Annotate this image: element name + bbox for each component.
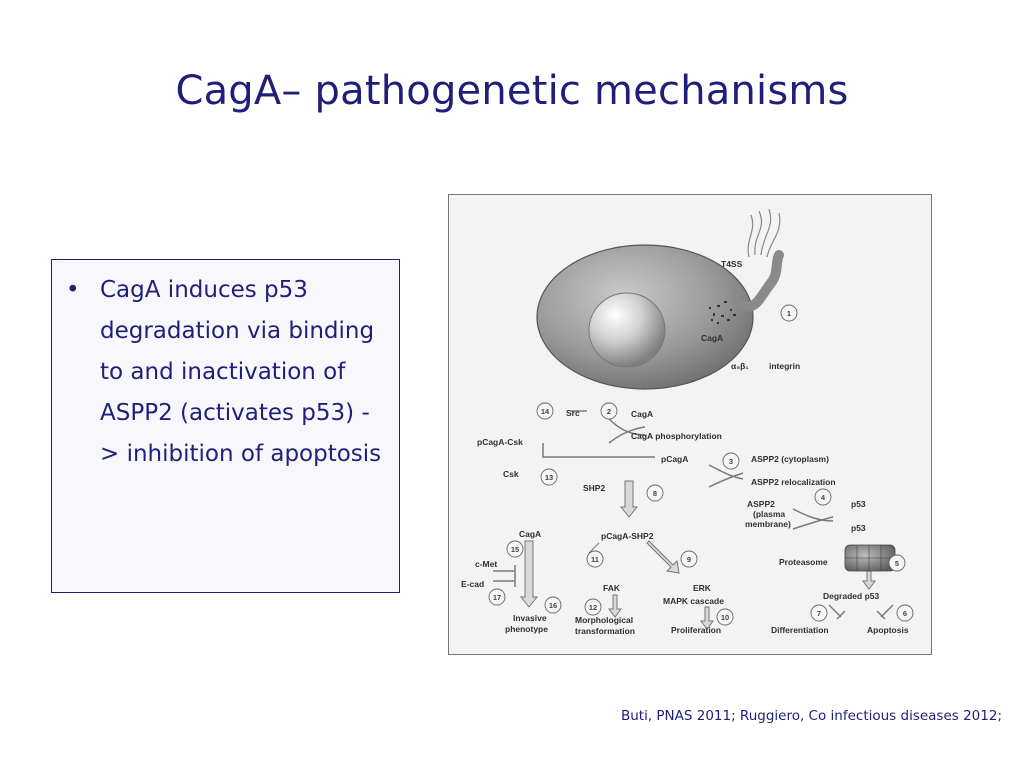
- step-marker-5: [888, 554, 906, 572]
- step-number-6: 6: [903, 609, 907, 618]
- label-aspp2-pm-3: membrane): [745, 519, 791, 529]
- bullet-box: • CagA induces p53 degradation via bindi…: [51, 259, 400, 593]
- label-degraded-p53: Degraded p53: [823, 591, 879, 601]
- label-p53-a: p53: [851, 499, 866, 509]
- step-marker-6: [896, 604, 914, 622]
- bullet-point: • CagA induces p53 degradation via bindi…: [66, 270, 386, 475]
- label-aspp2-cyto: ASPP2 (cytoplasm): [751, 454, 829, 464]
- label-integrin: integrin: [769, 361, 800, 371]
- label-src: Src: [566, 408, 580, 418]
- step-number-5: 5: [895, 559, 899, 568]
- step-number-15: 15: [511, 545, 519, 554]
- step-marker-9: [680, 550, 698, 568]
- step-marker-12: [584, 598, 602, 616]
- step-number-10: 10: [721, 613, 729, 622]
- step-number-4: 4: [821, 493, 826, 502]
- arrow-cmet-ecad: [493, 565, 516, 587]
- step-marker-17: [488, 588, 506, 606]
- step-marker-3: [722, 452, 740, 470]
- label-apoptosis: Apoptosis: [867, 625, 909, 635]
- label-morph-2: transformation: [575, 626, 635, 636]
- arrow-pcaga-aspp2: [708, 464, 744, 488]
- step-number-17: 17: [493, 593, 501, 602]
- label-pcaga-shp2: pCagA-SHP2: [601, 531, 654, 541]
- bullet-marker: •: [66, 277, 80, 303]
- arrow-fak-morph: [608, 594, 622, 618]
- arrow-pcaga-shp2-fak: [588, 542, 600, 554]
- arrow-aspp2-p53: [792, 508, 834, 530]
- arrow-shp2: [619, 480, 639, 518]
- slide-title: CagA– pathogenetic mechanisms: [175, 68, 849, 114]
- label-proliferation: Proliferation: [671, 625, 721, 635]
- label-cmet: c-Met: [475, 559, 497, 569]
- arrow-caga-phos: [608, 418, 646, 444]
- step-marker-13: [540, 468, 558, 486]
- step-marker-2: [600, 402, 618, 420]
- label-erk: ERK: [693, 583, 712, 593]
- arrow-pcaga-shp2-erk: [646, 540, 680, 574]
- step-marker-15: [506, 540, 524, 558]
- pathway-figure: T4SS CagA α₅β₁ integrin Src CagA CagA: [448, 194, 932, 655]
- label-caga-top: CagA: [631, 409, 653, 419]
- arrow-apoptosis: [876, 604, 894, 620]
- cell-nucleus: [588, 292, 666, 368]
- arrow-erk-prolif: [700, 606, 714, 630]
- label-alpha-beta: α₅β₁: [731, 361, 749, 371]
- pathway-diagram: T4SS CagA α₅β₁ integrin Src CagA CagA: [461, 208, 914, 636]
- label-aspp2-reloc: ASPP2 relocalization: [751, 477, 836, 487]
- caga-injection-dots: [709, 301, 736, 324]
- step-number-16: 16: [549, 601, 557, 610]
- step-number-8: 8: [653, 489, 657, 498]
- label-t4ss: T4SS: [721, 259, 743, 269]
- arrow-csk-bind: [542, 443, 655, 458]
- step-number-3: 3: [729, 457, 733, 466]
- label-aspp2-pm-1: ASPP2: [747, 499, 775, 509]
- arrow-proteasome-degraded: [862, 570, 876, 590]
- arrow-differentiation: [828, 604, 846, 620]
- label-differentiation: Differentiation: [771, 625, 829, 635]
- label-caga-cell: CagA: [701, 333, 723, 343]
- label-invasive-1: Invasive: [513, 613, 547, 623]
- step-number-1: 1: [787, 309, 791, 318]
- label-shp2: SHP2: [583, 483, 605, 493]
- label-ecad: E-cad: [461, 579, 484, 589]
- step-marker-8: [646, 484, 664, 502]
- step-marker-14: [536, 402, 554, 420]
- label-caga-phos: CagA phosphorylation: [631, 431, 722, 441]
- label-aspp2-pm-2: (plasma: [753, 509, 785, 519]
- step-number-13: 13: [545, 473, 553, 482]
- step-number-11: 11: [591, 555, 599, 564]
- step-number-2: 2: [607, 407, 611, 416]
- label-invasive-2: phenotype: [505, 624, 548, 634]
- label-proteasome: Proteasome: [779, 557, 828, 567]
- step-marker-7: [810, 604, 828, 622]
- label-pcaga: pCagA: [661, 454, 688, 464]
- arrow-caga-invasive: [519, 540, 539, 608]
- step-number-12: 12: [589, 603, 597, 612]
- step-marker-4: [814, 488, 832, 506]
- label-morph-1: Morphological: [575, 615, 633, 625]
- bacterium-icon: [734, 208, 784, 312]
- label-pcaga-csk: pCagA-Csk: [477, 437, 523, 447]
- citation: Buti, PNAS 2011; Ruggiero, Co infectious…: [620, 708, 1002, 724]
- step-marker-16: [544, 596, 562, 614]
- step-marker-11: [586, 550, 604, 568]
- step-marker-1: [780, 304, 798, 322]
- step-marker-10: [716, 608, 734, 626]
- label-caga-left: CagA: [519, 529, 541, 539]
- label-fak: FAK: [603, 583, 621, 593]
- step-number-14: 14: [541, 407, 550, 416]
- label-p53-b: p53: [851, 523, 866, 533]
- step-number-7: 7: [817, 609, 821, 618]
- bullet-text: CagA induces p53 degradation via binding…: [100, 277, 382, 467]
- label-mapk: MAPK cascade: [663, 596, 724, 606]
- proteasome-icon: [844, 544, 896, 572]
- label-csk: Csk: [503, 469, 519, 479]
- step-number-9: 9: [687, 555, 691, 564]
